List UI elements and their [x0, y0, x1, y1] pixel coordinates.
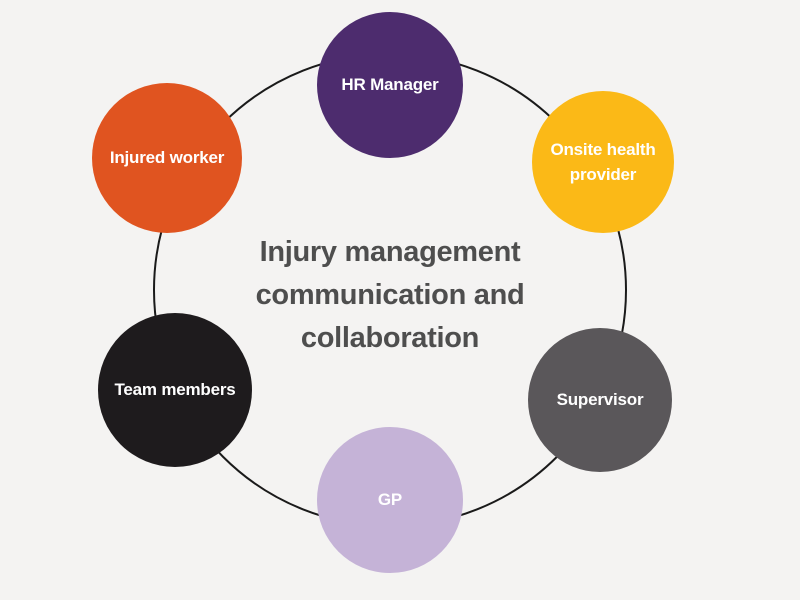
node-supervisor-label: Supervisor	[556, 390, 644, 410]
node-injured-worker: Injured worker	[92, 83, 242, 233]
diagram-title-line-3: collaboration	[300, 322, 480, 354]
node-gp: GP	[317, 427, 463, 573]
diagram-title-line-2: communication and	[255, 279, 525, 311]
node-team-members: Team members	[98, 313, 252, 467]
node-onsite-health-provider: Onsite health provider	[532, 91, 674, 233]
node-hr-manager: HR Manager	[317, 12, 463, 158]
node-hr-manager-label: HR Manager	[341, 75, 439, 95]
node-team-members-label: Team members	[114, 380, 236, 400]
node-injured-worker-label: Injured worker	[109, 148, 225, 168]
node-gp-label: GP	[377, 490, 403, 510]
node-supervisor: Supervisor	[528, 328, 672, 472]
diagram-title: Injury management communication and coll…	[190, 231, 590, 360]
node-onsite-health-provider-label: Onsite health provider	[550, 139, 656, 185]
diagram-title-line-1: Injury management	[259, 236, 521, 268]
